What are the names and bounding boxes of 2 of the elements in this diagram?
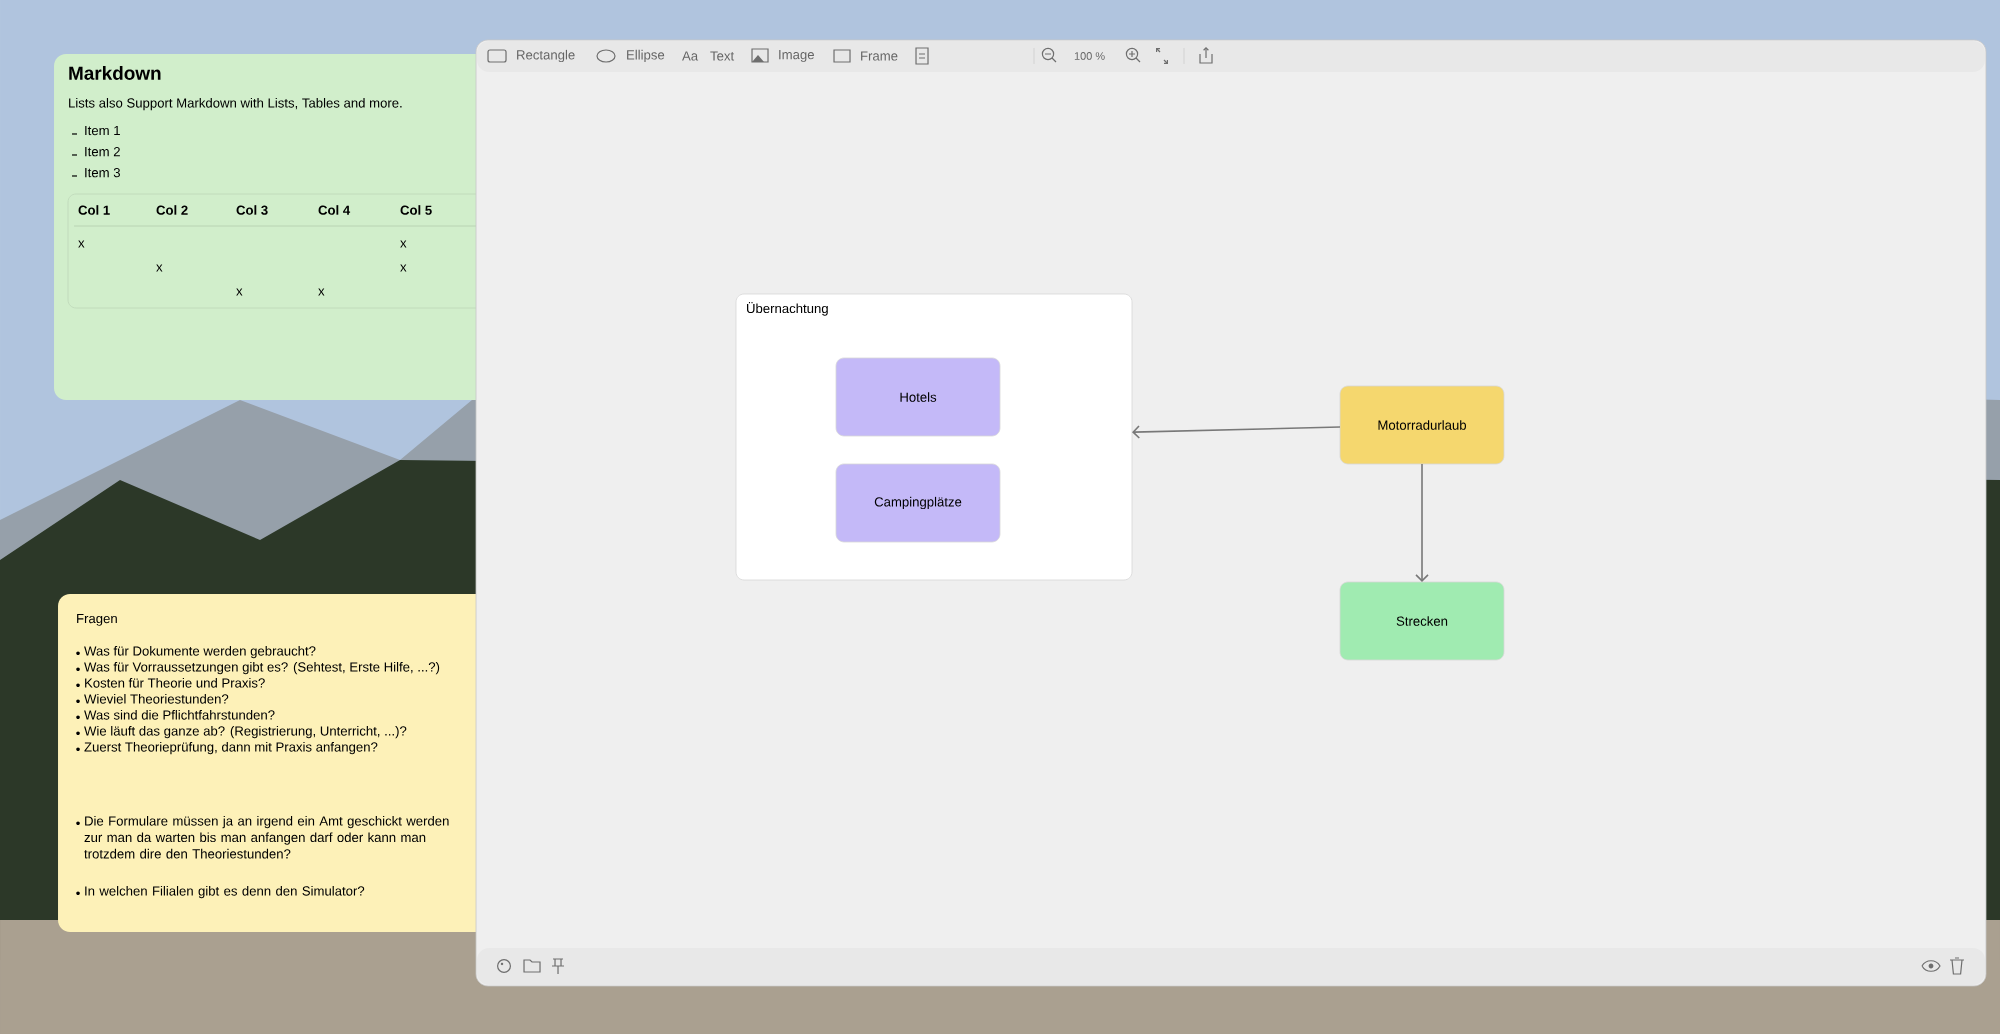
arrow bbox=[1415, 463, 1429, 582]
arrow bbox=[1132, 425, 1341, 439]
